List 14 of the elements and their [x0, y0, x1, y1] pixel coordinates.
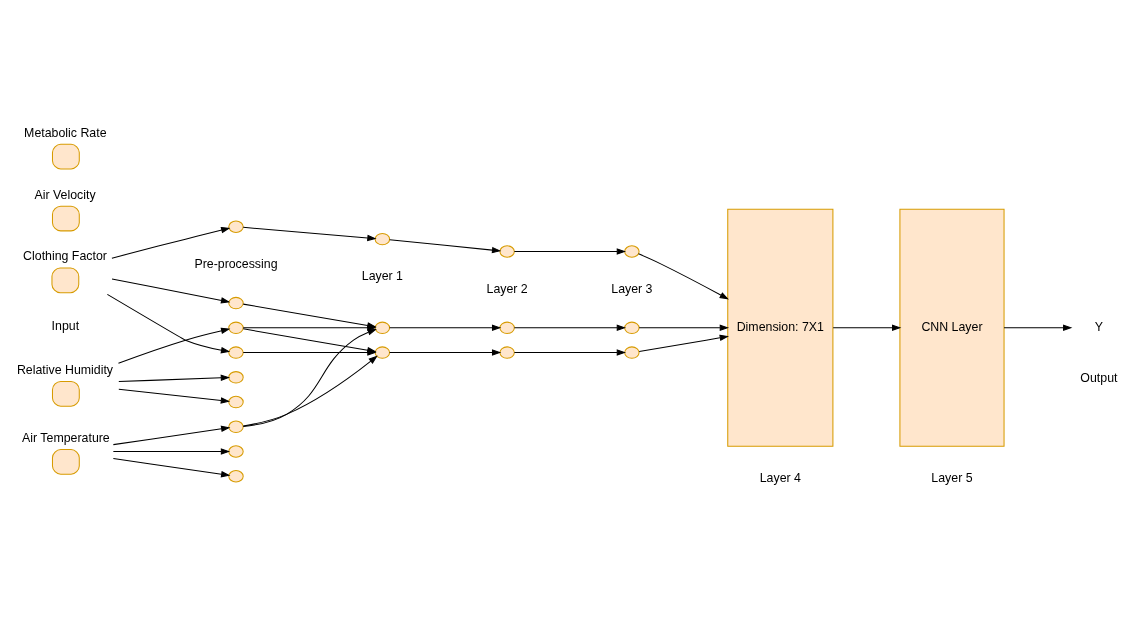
label: Input — [51, 318, 80, 333]
label: Output — [1080, 370, 1118, 385]
node-label: Air Temperature — [22, 430, 110, 445]
label: Layer 3 — [611, 281, 653, 296]
label: Layer 1 — [361, 269, 403, 284]
node-text: Y — [1094, 320, 1104, 334]
node-label: Air Velocity — [34, 187, 96, 202]
label: Layer 5 — [931, 470, 973, 485]
label: Layer 4 — [759, 470, 801, 485]
node-label: Relative Humidity — [16, 362, 114, 377]
label: Pre-processing — [194, 257, 278, 272]
label: Layer 2 — [486, 281, 528, 296]
node-label: Metabolic Rate — [24, 125, 107, 140]
node-label: Clothing Factor — [23, 249, 107, 264]
